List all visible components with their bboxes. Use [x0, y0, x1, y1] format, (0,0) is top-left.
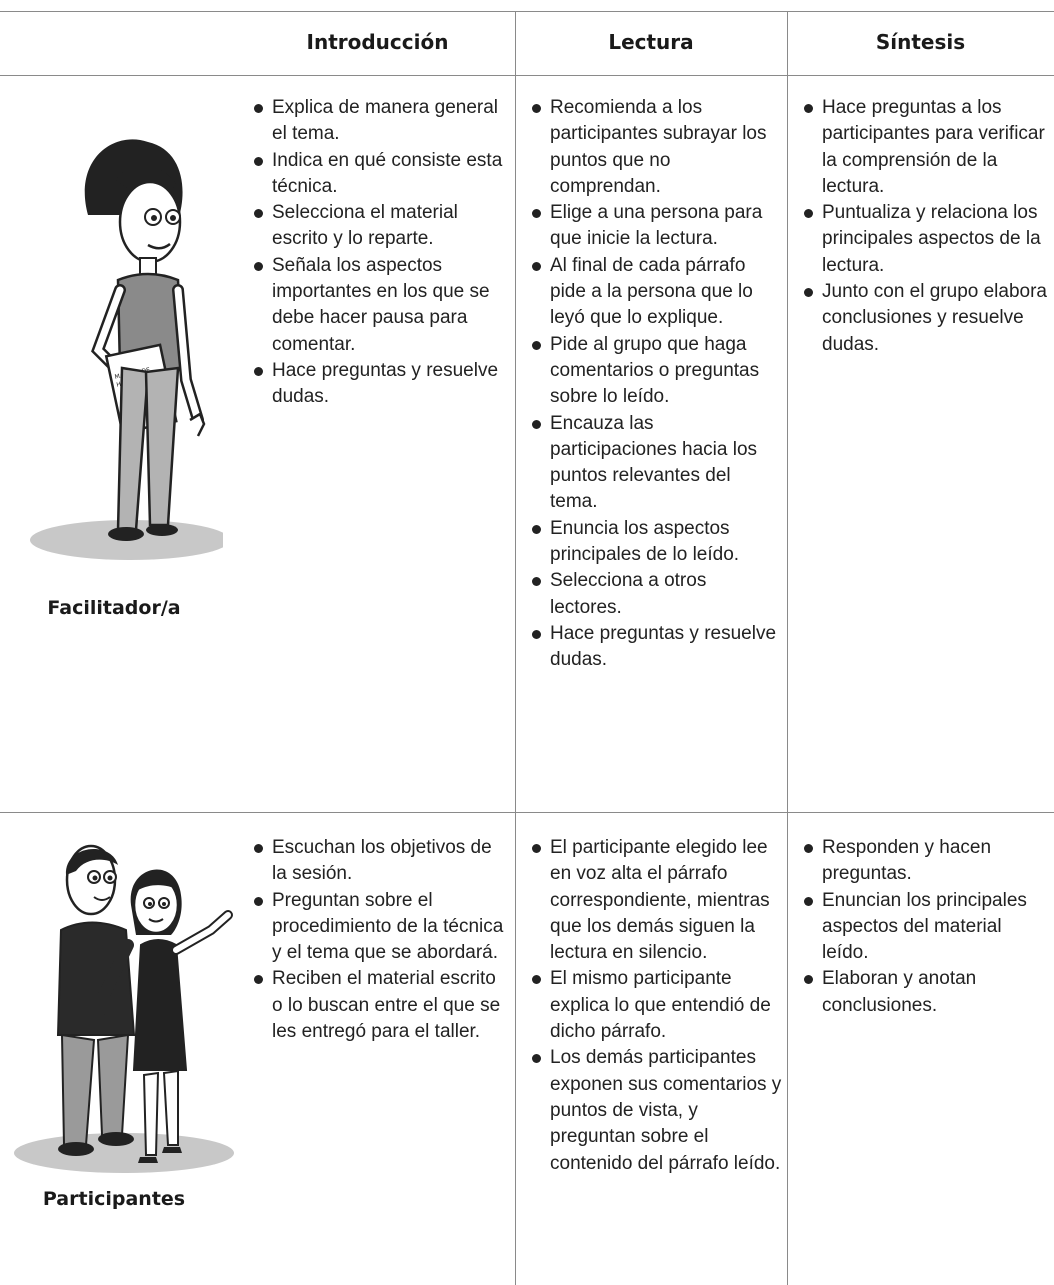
list-item: El mismo participante explica lo que ent…	[528, 966, 783, 1045]
list-item: Puntualiza y relaciona los principales a…	[800, 200, 1050, 279]
header-bottom-border	[0, 75, 1054, 76]
table-top-border	[0, 11, 1054, 12]
list-item: Encauza las participaciones hacia los pu…	[528, 411, 780, 516]
cell-participantes-introduccion: Escuchan los objetivos de la sesión. Pre…	[250, 835, 508, 1045]
list-item: Responden y hacen preguntas.	[800, 835, 1050, 888]
cell-facilitador-sintesis: Hace preguntas a los participantes para …	[800, 95, 1050, 358]
row-label-participantes: Participantes	[42, 1188, 186, 1210]
list-item: Hace preguntas a los participantes para …	[800, 95, 1050, 200]
list-item: Hace preguntas y resuelve dudas.	[528, 621, 780, 674]
list-item: Junto con el grupo elabora conclusiones …	[800, 279, 1050, 358]
header-lectura: Lectura	[608, 30, 694, 54]
list-item: Pide al grupo que haga comentarios o pre…	[528, 332, 780, 411]
header-sintesis: Síntesis	[875, 30, 966, 54]
list-item: Señala los aspectos importantes en los q…	[250, 253, 508, 358]
list-item: Selecciona el material escrito y lo repa…	[250, 200, 508, 253]
cell-facilitador-lectura: Recomienda a los participantes subrayar …	[528, 95, 780, 674]
list-item: Enuncia los aspectos principales de lo l…	[528, 516, 780, 569]
cell-facilitador-introduccion: Explica de manera general el tema. Indic…	[250, 95, 508, 411]
facilitator-illustration: MANUAL DE HERRAMIENTAS	[18, 120, 230, 570]
list-item: Elige a una persona para que inicie la l…	[528, 200, 780, 253]
list-item: Enuncian los principales aspectos del ma…	[800, 888, 1050, 967]
list-item: Preguntan sobre el procedimiento de la t…	[250, 888, 508, 967]
list-item: Indica en qué consiste esta técnica.	[250, 148, 508, 201]
column-divider-1	[515, 11, 516, 1285]
list-item: Recomienda a los participantes subrayar …	[528, 95, 780, 200]
cell-participantes-lectura: El participante elegido lee en voz alta …	[528, 835, 783, 1177]
list-item: Hace preguntas y resuelve dudas.	[250, 358, 508, 411]
list-item: Escuchan los objetivos de la sesión.	[250, 835, 508, 888]
list-item: Elaboran y anotan conclusiones.	[800, 966, 1050, 1019]
list-item: Selecciona a otros lectores.	[528, 568, 780, 621]
row-label-facilitador: Facilitador/a	[47, 597, 181, 619]
cell-participantes-sintesis: Responden y hacen preguntas. Enuncian lo…	[800, 835, 1050, 1019]
header-introduccion: Introducción	[306, 30, 449, 54]
list-item: Explica de manera general el tema.	[250, 95, 508, 148]
list-item: Los demás participantes exponen sus come…	[528, 1045, 783, 1176]
list-item: El participante elegido lee en voz alta …	[528, 835, 783, 966]
list-item: Reciben el material escrito o lo buscan …	[250, 966, 508, 1045]
row-divider	[0, 812, 1054, 813]
participants-illustration	[6, 835, 241, 1185]
list-item: Al final de cada párrafo pide a la perso…	[528, 253, 780, 332]
column-divider-2	[787, 11, 788, 1285]
